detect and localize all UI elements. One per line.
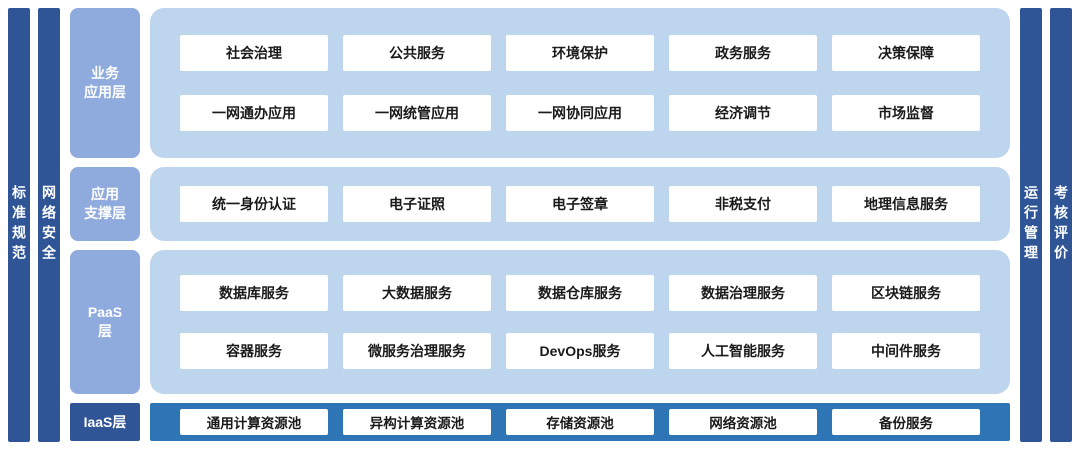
- module-box: 网络资源池: [669, 409, 817, 435]
- module-box: 一网统管应用: [343, 94, 491, 131]
- layer-support: 应用支撑层统一身份认证电子证照电子签章非税支付地理信息服务: [70, 167, 1010, 241]
- module-box: 电子签章: [506, 186, 654, 222]
- module-box: 数据仓库服务: [506, 275, 654, 312]
- module-box: 公共服务: [343, 35, 491, 72]
- module-box: 一网通办应用: [180, 94, 328, 131]
- layer-iaas: IaaS层 通用计算资源池异构计算资源池存储资源池网络资源池备份服务: [70, 403, 1010, 441]
- module-box: 一网协同应用: [506, 94, 654, 131]
- module-box: 地理信息服务: [832, 186, 980, 222]
- layer-label-paas: PaaS 层: [70, 250, 140, 394]
- layer-label-line: 层: [98, 323, 112, 339]
- module-box: 决策保障: [832, 35, 980, 72]
- layer-body-iaas: 通用计算资源池异构计算资源池存储资源池网络资源池备份服务: [150, 403, 1010, 441]
- layer-label-line: 业务: [91, 65, 119, 82]
- module-box: 环境保护: [506, 35, 654, 72]
- module-box: 电子证照: [343, 186, 491, 222]
- module-box: 异构计算资源池: [343, 409, 491, 435]
- sidebar-standards: 标准规范: [8, 8, 30, 442]
- module-box: 统一身份认证: [180, 186, 328, 222]
- module-row: 一网通办应用一网统管应用一网协同应用经济调节市场监督: [150, 94, 1010, 131]
- module-box: 通用计算资源池: [180, 409, 328, 435]
- spacer: [1042, 8, 1050, 442]
- module-box: 非税支付: [669, 186, 817, 222]
- layer-label-line: 应用层: [84, 84, 126, 100]
- sidebar-assessment-evaluation: 考核评价: [1050, 8, 1072, 442]
- module-box: DevOps服务: [506, 332, 654, 369]
- module-box: 社会治理: [180, 35, 328, 72]
- layer-label-business: 业务应用层: [70, 8, 140, 158]
- layer-label-line: IaaS层: [83, 413, 127, 430]
- layer-label-iaas: IaaS层: [70, 403, 140, 441]
- layer-body-business: 社会治理公共服务环境保护政务服务决策保障一网通办应用一网统管应用一网协同应用经济…: [150, 8, 1010, 158]
- module-box: 中间件服务: [832, 332, 980, 369]
- layer-body-paas: 数据库服务大数据服务数据仓库服务数据治理服务区块链服务容器服务微服务治理服务 De…: [150, 250, 1010, 394]
- module-box: 数据库服务: [180, 275, 328, 312]
- layer-business: 业务应用层社会治理公共服务环境保护政务服务决策保障一网通办应用一网统管应用一网协…: [70, 8, 1010, 158]
- sidebar-network-security: 网络安全: [38, 8, 60, 442]
- module-box: 大数据服务: [343, 275, 491, 312]
- spacer: [30, 8, 38, 442]
- layer-label-line: 支撑层: [84, 205, 126, 221]
- module-box: 人工智能服务: [669, 332, 817, 369]
- layer-body-support: 统一身份认证电子证照电子签章非税支付地理信息服务: [150, 167, 1010, 241]
- spacer: [60, 8, 70, 442]
- sidebar-standards-label: 标准规范: [11, 185, 27, 265]
- layer-label-support: 应用支撑层: [70, 167, 140, 241]
- module-box: 数据治理服务: [669, 275, 817, 312]
- module-row: 统一身份认证电子证照电子签章非税支付地理信息服务: [150, 186, 1010, 222]
- module-box: 容器服务: [180, 332, 328, 369]
- sidebar-operation-management-label: 运行管理: [1023, 185, 1039, 265]
- module-row: 通用计算资源池异构计算资源池存储资源池网络资源池备份服务: [150, 409, 1010, 435]
- sidebar-assessment-evaluation-label: 考核评价: [1053, 185, 1069, 265]
- sidebar-operation-management: 运行管理: [1020, 8, 1042, 442]
- module-row: 数据库服务大数据服务数据仓库服务数据治理服务区块链服务: [150, 275, 1010, 312]
- module-box: 市场监督: [832, 94, 980, 131]
- layer-label-line: PaaS: [87, 304, 123, 321]
- layer-label-line: 应用: [91, 186, 119, 203]
- module-row: 容器服务微服务治理服务 DevOps服务人工智能服务中间件服务: [150, 332, 1010, 369]
- spacer: [1010, 8, 1020, 442]
- module-box: 微服务治理服务: [343, 332, 491, 369]
- module-box: 经济调节: [669, 94, 817, 131]
- module-box: 区块链服务: [832, 275, 980, 312]
- sidebar-network-security-label: 网络安全: [41, 185, 57, 265]
- module-box: 备份服务: [832, 409, 980, 435]
- layers-stack: 业务应用层社会治理公共服务环境保护政务服务决策保障一网通办应用一网统管应用一网协…: [70, 8, 1010, 442]
- module-box: 存储资源池: [506, 409, 654, 435]
- module-box: 政务服务: [669, 35, 817, 72]
- module-row: 社会治理公共服务环境保护政务服务决策保障: [150, 35, 1010, 72]
